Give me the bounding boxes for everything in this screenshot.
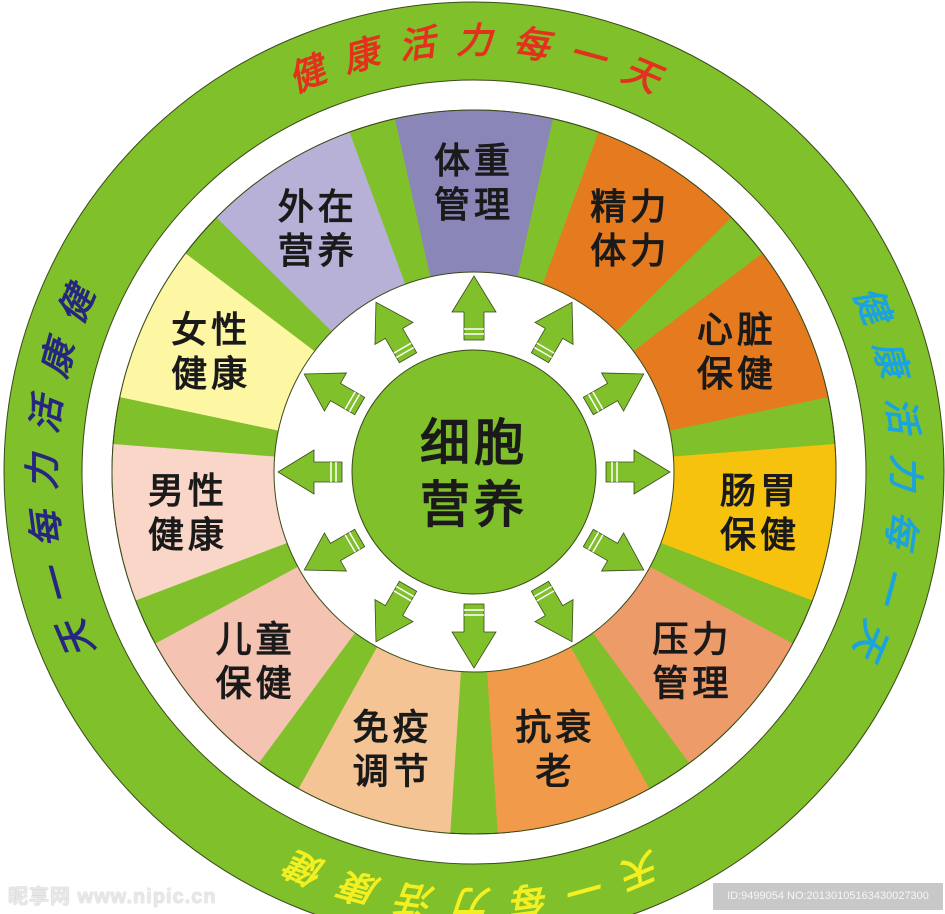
svg-text:力: 力 [452,882,492,914]
segment-label: 免疫调节 [353,707,433,792]
arrow-icon [303,372,366,416]
segment-精力体力: 精力体力 [542,132,732,332]
core-title: 细胞营养 [420,414,528,534]
segment-心脏保健: 心脏保健 [633,253,829,431]
svg-text:力: 力 [884,454,926,494]
arrow-icon [582,528,645,572]
core-green-circle [351,349,597,595]
segment-label: 精力体力 [590,187,670,272]
svg-text:力: 力 [22,450,64,490]
radiating-arrows [277,275,671,669]
arrow-icon [303,528,366,572]
segment-label: 外在营养 [278,187,358,272]
watermark-left: 昵享网 www.nipic.cn [8,886,217,908]
svg-text:力: 力 [456,20,496,62]
arrow-icon [277,449,343,495]
segment-女性健康: 女性健康 [119,253,315,431]
segment-label: 肠胃保健 [720,471,800,556]
segment-label: 抗衰老 [515,706,595,792]
segment-肠胃保健: 肠胃保健 [660,444,836,601]
arrow-icon [451,603,497,669]
arrow-icon [530,301,574,364]
segment-label: 儿童保健 [216,618,296,704]
ring-slogans: 健康活力每一天健康活力每一天健康活力每一天健康活力每一天 [22,20,926,914]
arrow-icon [374,301,418,364]
segment-label: 女性健康 [171,310,251,395]
segment-外在营养: 外在营养 [216,132,406,332]
segment-免疫调节: 免疫调节 [298,646,461,834]
segment-label: 压力管理 [652,619,732,704]
arrow-icon [582,372,645,416]
arrow-icon [374,580,418,643]
segment-男性健康: 男性健康 [112,444,288,601]
segment-体重管理: 体重管理 [394,109,554,277]
arrow-icon [605,449,671,495]
arrow-icon [530,580,574,643]
benefit-segments: 体重管理精力体力心脏保健肠胃保健压力管理抗衰老 免疫调节儿童保健 男性健康 女性健康外… [111,109,837,835]
segment-label: 心脏保健 [697,310,777,395]
arrow-icon [451,275,497,341]
core-circle: 细胞营养 [351,349,597,595]
segment-label: 体重管理 [434,141,514,226]
segment-抗衰老: 抗衰老 [487,646,650,834]
watermark-right: ID:9499054 NO:20130105163430027300 [713,883,943,910]
segment-label: 男性健康 [148,471,228,556]
